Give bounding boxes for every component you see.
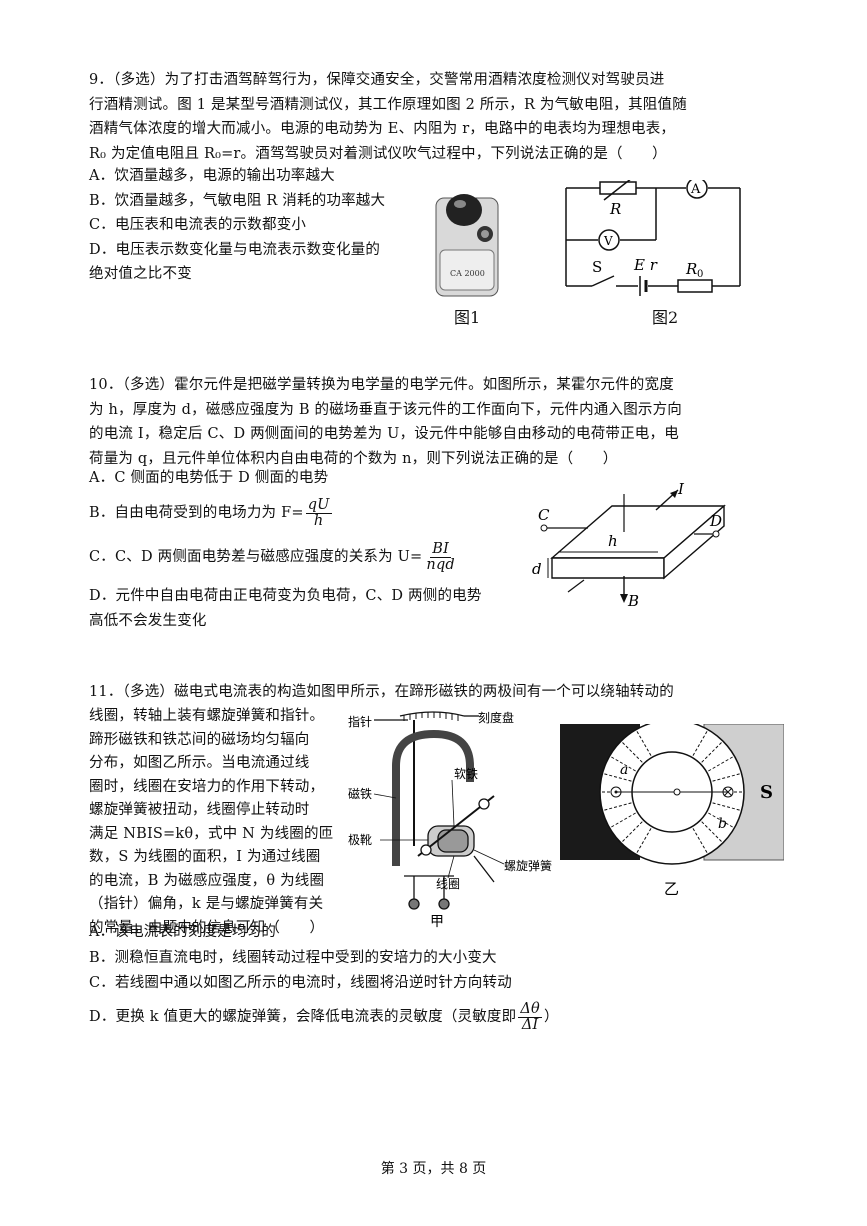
q11-option-d-text: D．更换 k 值更大的螺旋弹簧，会降低电流表的灵敏度（灵敏度即 [89, 1009, 517, 1026]
q11-options: A．该电流表的刻度是均匀的 B．测稳恒直流电时，线圈转动过程中受到的安培力的大小… [89, 920, 512, 997]
q9-fig1-breathalyzer-image: CA 2000 [435, 194, 499, 297]
current-label: I [677, 480, 685, 498]
q10-stem-line: 荷量为 q，且元件单位体积内自由电荷的个数为 n，则下列说法正确的是（ ） [89, 450, 618, 467]
q11-stem-line: 的电流，B 为磁感应强度，θ 为线圈 [89, 872, 325, 889]
q11-stem-line-1: 11．（多选）磁电式电流表的构造如图甲所示，在蹄形磁铁的两极间有一个可以绕轴转动… [89, 684, 674, 700]
q9-fig1-caption: 图1 [454, 308, 481, 327]
q10-option-d-line: 高低不会发生变化 [89, 612, 207, 629]
fraction-numerator: qU [305, 497, 332, 514]
q10-option-c-text: C．C、D 两侧面电势差与磁感应强度的关系为 U= [89, 549, 423, 566]
fraction-denominator: h [313, 513, 324, 529]
q9-stem: 9．（多选）为了打击酒驾醉驾行为，保障交通安全，交警常用酒精浓度检测仪对驾驶员进… [89, 68, 687, 166]
q10-option-b-text: B．自由电荷受到的电场力为 F= [89, 505, 304, 522]
q9-stem-line: R₀ 为定值电阻且 R₀=r。酒驾驾驶员对着测试仪吹气过程中，下列说法正确的是（… [89, 145, 667, 162]
q10-option-b-fraction: qU h [305, 497, 332, 529]
switch-label: S [592, 258, 602, 276]
q11-stem-line: 数，S 为线圈的面积，I 为通过线圈 [89, 849, 321, 865]
voltmeter-label: V [603, 234, 613, 248]
q10-option-b: B．自由电荷受到的电场力为 F= qU h [89, 498, 334, 529]
coil-label: 线圈 [436, 877, 460, 891]
q11-stem-left: 线圈，转轴上装有螺旋弹簧和指针。 蹄形磁铁和铁芯间的磁场均匀辐向 分布，如图乙所… [89, 705, 333, 940]
q11-stem-line: 分布，如图乙所示。当电流通过线 [89, 755, 310, 771]
q9-option-c: C．电压表和电流表的示数都变小 [89, 217, 307, 233]
q11-fig-jia-galvanometer: 指针 刻度盘 磁铁 软铁 极靴 螺旋弹簧 线圈 甲 [348, 710, 552, 930]
fig-yi-caption: 乙 [664, 880, 679, 898]
q10-option-d: D．元件中自由电荷由正电荷变为负电荷，C、D 两侧的电势 高低不会发生变化 [89, 584, 482, 633]
fraction-denominator: ΔI [521, 1017, 539, 1033]
q10-option-c-fraction: BI nqd [424, 542, 457, 573]
q11-stem-line: 蹄形磁铁和铁芯间的磁场均匀辐向 [89, 731, 310, 748]
device-label: CA 2000 [450, 269, 485, 278]
soft-iron-label: 软铁 [454, 767, 478, 781]
d-terminal-label: D [709, 512, 722, 530]
q11-option-c: C．若线圈中通以如图乙所示的电流时，线圈将沿逆时针方向转动 [89, 975, 512, 991]
q10-stem-line: 10．（多选）霍尔元件是把磁学量转换为电学量的电学元件。如图所示，某霍尔元件的宽… [89, 377, 674, 393]
label-a: a [620, 762, 628, 778]
q10-hall-element-figure: I B C D h d [532, 480, 726, 610]
q11-option-a: A．该电流表的刻度是均匀的 [89, 924, 277, 940]
q11-stem-line: 满足 NBIS=kθ，式中 N 为线圈的匝 [89, 825, 334, 842]
r0-subscript: 0 [697, 269, 703, 280]
fraction-denominator: nqd [426, 557, 455, 573]
q10-stem-line: 的电流 I，稳定后 C、D 两侧面间的电势差为 U，设元件中能够自由移动的电荷带… [89, 426, 679, 442]
spring-label: 螺旋弹簧 [504, 858, 552, 873]
q11-option-d-fraction: Δθ ΔI [518, 1002, 542, 1033]
q11-stem-line: 线圈，转轴上装有螺旋弹簧和指针。 [89, 708, 325, 724]
thickness-label: d [532, 560, 542, 578]
resistor-r-label: R [609, 200, 621, 218]
fraction-numerator: Δθ [518, 1001, 542, 1018]
width-label: h [608, 532, 618, 550]
fraction-numerator: BI [430, 541, 452, 558]
s-pole-label: S [760, 782, 773, 803]
q9-option-d-cont: 绝对值之比不变 [89, 266, 192, 282]
dial-label: 刻度盘 [478, 710, 514, 725]
r0-label: R [685, 260, 697, 278]
magnet-label: 磁铁 [348, 786, 372, 801]
c-terminal-label: C [538, 506, 550, 524]
q9-stem-line: 行酒精测试。图 1 是某型号酒精测试仪，其工作原理如图 2 所示，R 为气敏电阻… [89, 96, 687, 113]
q9-option-d: D．电压表示数变化量与电流表示数变化量的 [89, 241, 381, 258]
q10-option-c: C．C、D 两侧面电势差与磁感应强度的关系为 U= BI nqd [89, 542, 459, 573]
pointer-label: 指针 [348, 714, 372, 729]
q10-option-d-line: D．元件中自由电荷由正电荷变为负电荷，C、D 两侧的电势 [89, 588, 482, 604]
q10-option-a: A．C 侧面的电势低于 D 侧面的电势 [89, 470, 329, 486]
q9-stem-line: 酒精气体浓度的增大而减小。电源的电动势为 E、内阻为 r，电路中的电表均为理想电… [89, 121, 676, 137]
q10-stem: 10．（多选）霍尔元件是把磁学量转换为电学量的电学元件。如图所示，某霍尔元件的宽… [89, 373, 682, 471]
b-field-label: B [627, 592, 639, 610]
q11-stem-line: （指针）偏角，k 是与螺旋弹簧有关 [89, 896, 324, 912]
q11-fig-yi-radial-field: a b S 乙 [560, 724, 784, 898]
label-b: b [718, 816, 727, 832]
q11-stem-line: 圈时，线圈在安培力的作用下转动， [89, 778, 325, 795]
q9-options: A．饮酒量越多，电源的输出功率越大 B．饮酒量越多，气敏电阻 R 消耗的功率越大… [89, 164, 385, 287]
q11-stem-line: 螺旋弹簧被扭动，线圈停止转动时 [89, 802, 310, 818]
q9-option-a: A．饮酒量越多，电源的输出功率越大 [89, 168, 335, 184]
q9-option-b: B．饮酒量越多，气敏电阻 R 消耗的功率越大 [89, 192, 386, 209]
q10-stem-line: 为 h，厚度为 d，磁感应强度为 B 的磁场垂直于该元件的工作面向下，元件内通入… [89, 401, 683, 418]
ammeter-label: A [690, 182, 701, 197]
q9-stem-line: 9．（多选）为了打击酒驾醉驾行为，保障交通安全，交警常用酒精浓度检测仪对驾驶员进 [89, 72, 665, 88]
q11-option-d: D．更换 k 值更大的螺旋弹簧，会降低电流表的灵敏度（灵敏度即 Δθ ΔI ） [89, 1002, 559, 1033]
q11-option-d-close: ） [543, 1009, 559, 1026]
pole-shoe-label: 极靴 [348, 833, 372, 847]
q9-fig2-caption: 图2 [652, 308, 679, 327]
fig-jia-caption: 甲 [430, 914, 444, 930]
emf-label: E r [633, 256, 658, 274]
page-footer: 第 3 页，共 8 页 [380, 1161, 487, 1177]
q11-option-b: B．测稳恒直流电时，线圈转动过程中受到的安培力的大小变大 [89, 949, 497, 966]
q9-fig2-circuit: A V R S E r R 0 [565, 180, 741, 296]
q11-stem-line: 的常量，由题中的信息可知（ ） [89, 919, 325, 936]
